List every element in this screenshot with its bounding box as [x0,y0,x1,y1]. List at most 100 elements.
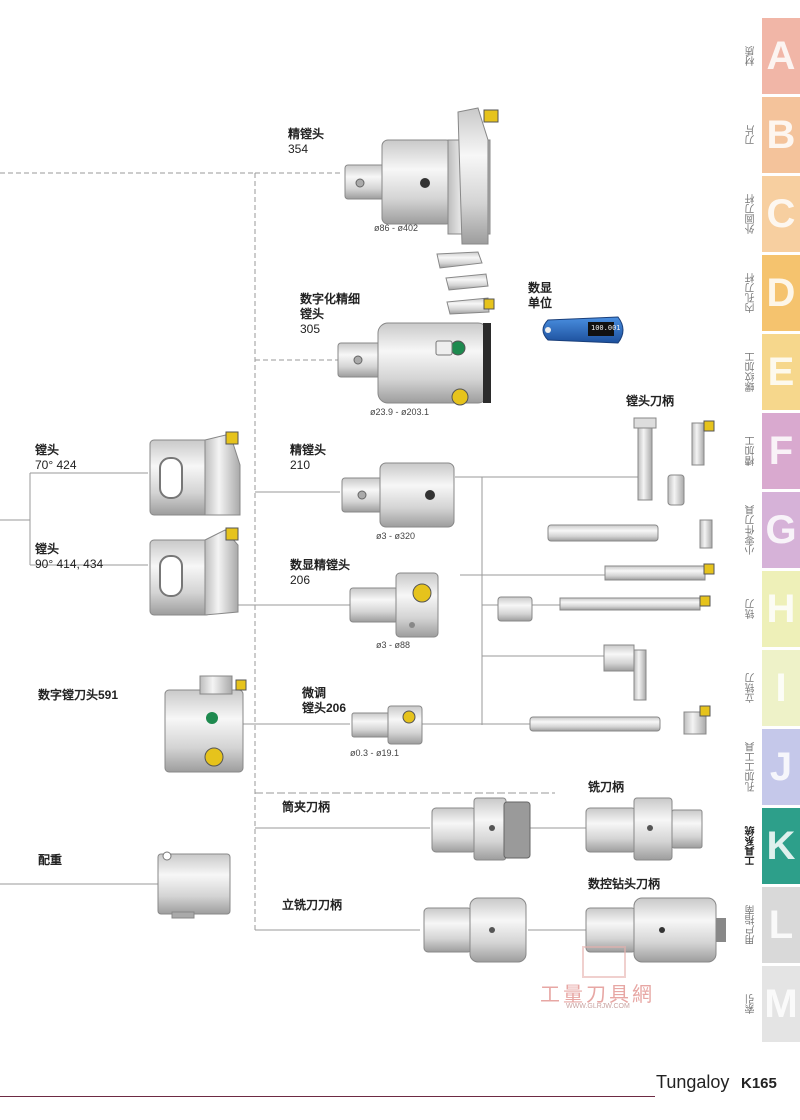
label-title: 镗头 [35,443,60,457]
sidebar-tab-letter: F [768,428,794,473]
counterweight-image [157,851,231,919]
sidebar-tab-label: 外圆刀杆 [746,194,757,234]
micro-boring-head-206-label: 微调 镗头206 [302,686,346,716]
watermark-logo [582,946,626,978]
sidebar-tab-d[interactable]: D [762,255,800,331]
sidebar-tab-k[interactable]: K [762,808,800,884]
boring-head-70-label: 镗头 70° 424 [35,443,77,473]
boring-shank-parts [497,417,715,735]
digital-fine-boring-head-305-image [337,322,491,406]
label-code: 354 [288,142,309,156]
collet-holder-image [431,797,531,861]
label-title2: 镗头 [300,307,325,321]
fine-boring-head-354-image [344,107,499,245]
label-title2: 镗头206 [302,701,347,715]
range-caption-305: ø23.9 - ø203.1 [370,407,430,417]
label-code: 206 [290,573,311,587]
page-number: K165 [741,1075,777,1092]
sidebar-tab-label: 小零件刀具 [746,505,757,555]
sidebar-tab-letter: G [765,507,797,552]
range-caption-210: ø3 - ø320 [376,531,416,541]
label-title: 镗头 [35,542,60,556]
sidebar-tab-b[interactable]: B [762,97,800,173]
sidebar-tab-j[interactable]: J [762,729,800,805]
sidebar-tab-label: 用户指南 [746,905,757,945]
sidebar-tab-letter: M [764,981,798,1026]
sidebar-tab-label: 立铣刀 [746,673,757,703]
collet-holder-label: 筒夹刀柄 [282,800,331,814]
digital-fine-boring-head-206-label: 数显精镗头 206 [290,558,350,588]
sidebar-tab-label: 槽加工 [746,436,757,466]
label-title: 精镗头 [288,127,325,141]
watermark-url: WWW.GLRJW.COM [566,1003,630,1010]
sidebar-tab-h[interactable]: H [762,571,800,647]
sidebar-tab-i[interactable]: I [762,650,800,726]
sidebar-tab-label: 螺纹加工 [746,352,757,392]
sidebar-tab-letter: J [769,744,793,789]
label-title: 精镗头 [290,443,327,457]
sidebar-tab-letter: H [766,586,796,631]
boring-head-70-image [149,431,241,516]
brand-name: Tungaloy [656,1072,730,1092]
range-caption-micro-206: ø0.3 - ø19.1 [350,748,400,758]
label-code: 70° 424 [35,458,77,472]
label-code: 305 [300,322,321,336]
label-code: 90° 414, 434 [35,557,104,571]
sidebar-tab-letter: A [766,33,796,78]
sidebar-tab-letter: I [775,665,787,710]
sidebar-tab-letter: D [766,270,796,315]
sidebar-tab-label: 索引 [746,994,757,1014]
label-title: 数显精镗头 [290,558,351,572]
sidebar-tab-label: 孔加工工具 [746,742,757,792]
sidebar-tab-letter: L [768,902,794,947]
boring-head-90-image [149,527,239,616]
sidebar-tab-label: 内孔刀杆 [746,273,757,313]
range-caption-206: ø3 - ø88 [376,640,411,650]
sidebar-tab-letter: C [766,191,796,236]
label-title2: 单位 [528,296,553,310]
digital-boring-head-591-label: 数字镗刀头591 [38,688,119,702]
sidebar-tab-c[interactable]: C [762,176,800,252]
tool-system-diagram [0,107,726,963]
counterweight-label: 配重 [38,853,63,867]
fine-boring-head-210-label: 精镗头 210 [290,443,326,473]
digital-boring-head-591-image [164,675,247,773]
sidebar-tab-label: 铣刀 [746,599,757,619]
fine-boring-head-354-label: 精镗头 354 [288,127,324,157]
label-title: 数显 [528,281,553,295]
sidebar-tab-m[interactable]: M [762,966,800,1042]
endmill-holder-image [423,897,527,963]
sidebar-tab-label: 工具系统 [746,826,757,866]
mill-holder-image [585,797,703,861]
sidebar-tab-label: 刀片 [746,125,757,145]
cnc-drill-chuck-image [585,897,726,963]
label-title: 数字化精细 [300,292,361,306]
micro-boring-head-206-image [351,705,423,745]
sidebar-tab-e[interactable]: E [762,334,800,410]
digital-display-unit-label: 数显 单位 [528,281,552,311]
boring-insert-parts [436,251,495,315]
sidebar-tab-letter: K [766,823,796,868]
boring-head-shank-label: 镗头刀柄 [626,394,675,408]
sidebar-tab-label: 材质 [746,46,757,66]
sidebar-tab-g[interactable]: G [762,492,800,568]
sidebar-tab-letter: E [767,349,795,394]
endmill-holder-label: 立铣刀刀柄 [282,898,343,912]
mill-holder-label: 铣刀柄 [588,780,625,794]
connector-lines [0,172,640,931]
cnc-drill-chuck-label: 数控钻头刀柄 [588,877,661,891]
label-title: 微调 [302,686,327,700]
fine-boring-head-210-image [341,462,455,528]
sidebar-tab-f[interactable]: F [762,413,800,489]
digital-display-unit-image [542,316,624,344]
display-readout: 100.001 [591,324,621,332]
sidebar-tab-l[interactable]: L [762,887,800,963]
footer-rule [0,1096,655,1097]
boring-head-90-label: 镗头 90° 414, 434 [35,542,103,572]
range-caption-354: ø86 - ø402 [374,223,419,233]
digital-fine-boring-head-305-label: 数字化精细 镗头 305 [300,292,360,337]
watermark-text: 工量刀具網 [540,984,655,1006]
digital-fine-boring-head-206-image [349,572,439,638]
sidebar-tab-a[interactable]: A [762,18,800,94]
label-code: 210 [290,458,311,472]
